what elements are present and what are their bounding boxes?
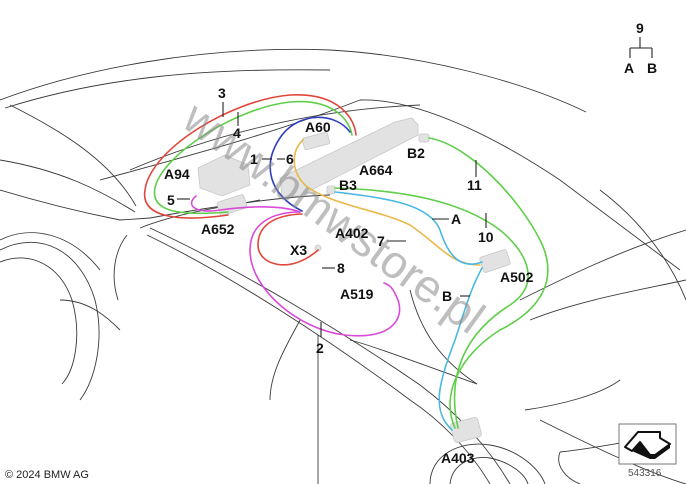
document-number: 543316 (628, 468, 662, 479)
component-a502-shape (479, 249, 511, 273)
legend-child-a: A (624, 60, 634, 76)
label-a94: A94 (164, 166, 190, 182)
label-a519: A519 (340, 286, 374, 302)
label-part-10: 10 (478, 229, 494, 245)
copyright: © 2024 BMW AG (5, 469, 89, 481)
wire-10-green (334, 187, 529, 429)
wire-6-7-yellow (293, 139, 481, 266)
watermark: www.bmwstore.pl (173, 90, 494, 343)
wire-a-cyan (334, 191, 483, 265)
component-b2-shape (418, 133, 430, 143)
component-labels: A60 A664 A94 A652 B2 B3 X3 A402 A519 A50… (164, 119, 534, 466)
component-a652-shape (216, 194, 248, 216)
legend-parent-9: 9 (636, 20, 644, 36)
components (197, 117, 511, 444)
label-part-7: 7 (377, 233, 385, 249)
label-part-11: 11 (467, 177, 482, 193)
label-part-8: 8 (337, 260, 345, 276)
label-b3: B3 (339, 177, 357, 193)
component-a94-shape (197, 154, 251, 197)
legend-tree: 9 A B (624, 20, 657, 76)
label-part-b: B (442, 288, 452, 304)
label-b2: B2 (407, 145, 425, 161)
label-a403: A403 (441, 450, 475, 466)
label-a502: A502 (500, 269, 534, 285)
label-part-4: 4 (233, 125, 241, 141)
legend-child-b: B (647, 60, 657, 76)
wire-8-red (257, 213, 319, 266)
label-part-1: 1 (250, 151, 258, 167)
wire-4-green (153, 100, 353, 215)
component-b3-shape (326, 185, 336, 195)
arrow-view-icon (624, 431, 671, 459)
wire-2-magenta (249, 211, 401, 337)
wire-3-red (143, 94, 357, 219)
label-part-a: A (451, 211, 461, 227)
label-a652: A652 (201, 221, 235, 237)
component-a664-shape (279, 117, 419, 197)
label-x3: X3 (290, 242, 307, 258)
part-labels: 3 4 1 6 5 7 8 2 A 10 11 B (167, 85, 494, 356)
label-a402: A402 (335, 225, 369, 241)
label-part-5: 5 (167, 192, 175, 208)
label-part-2: 2 (316, 340, 324, 356)
wire-1-blue (269, 116, 351, 212)
wires (143, 94, 549, 431)
label-part-6: 6 (286, 151, 294, 167)
component-a403-shape (450, 416, 482, 444)
label-a60: A60 (305, 119, 331, 135)
wire-b-cyan (438, 267, 483, 431)
orientation-box: 543316 (618, 423, 677, 479)
label-a664: A664 (359, 162, 393, 178)
car-outline (0, 48, 686, 484)
wire-5-magenta (190, 195, 301, 213)
component-a60-shape (301, 131, 331, 151)
leader-lines (177, 37, 653, 337)
label-part-3: 3 (218, 85, 226, 101)
